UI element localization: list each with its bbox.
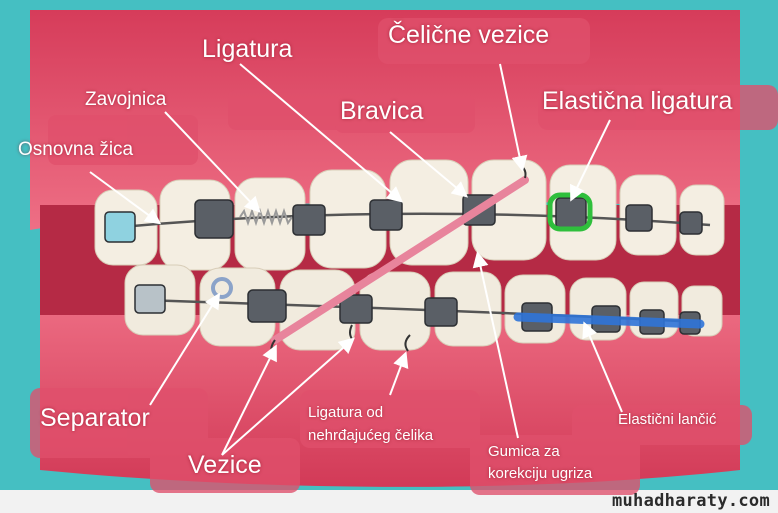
label-gumica-za: Gumica za	[488, 444, 560, 461]
label-elasticna-ligatura: Elastična ligatura	[542, 88, 732, 116]
label-osnovna-zica: Osnovna žica	[18, 140, 133, 161]
label-nehrdajuceg-celika: nehrđajućeg čelika	[308, 428, 433, 445]
label-bravica: Bravica	[340, 98, 423, 126]
label-celicne-vezice: Čelične vezice	[388, 22, 549, 50]
label-ligatura-od: Ligatura od	[308, 405, 383, 422]
label-vezice: Vezice	[188, 452, 262, 480]
label-korekciju-ugriza: korekciju ugriza	[488, 466, 592, 483]
watermark: muhadharaty.com	[612, 491, 770, 511]
label-zavojnica: Zavojnica	[85, 90, 166, 111]
label-separator: Separator	[40, 405, 150, 433]
label-elasticni-lancic: Elastični lančić	[618, 412, 716, 429]
label-ligatura: Ligatura	[202, 36, 292, 64]
